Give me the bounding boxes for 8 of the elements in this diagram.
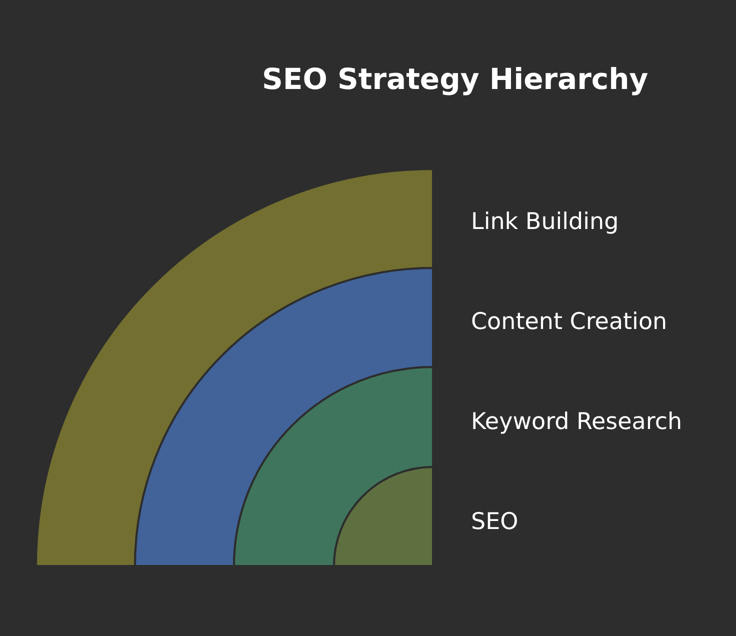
arc-band: [134, 267, 434, 567]
diagram-title: SEO Strategy Hierarchy: [262, 61, 648, 98]
band-label: Content Creation: [471, 308, 668, 337]
arc-band: [233, 366, 434, 567]
band-label: Keyword Research: [471, 408, 682, 437]
band-label: SEO: [471, 508, 518, 537]
band-label: Link Building: [471, 208, 619, 237]
arc-band: [35, 168, 434, 567]
